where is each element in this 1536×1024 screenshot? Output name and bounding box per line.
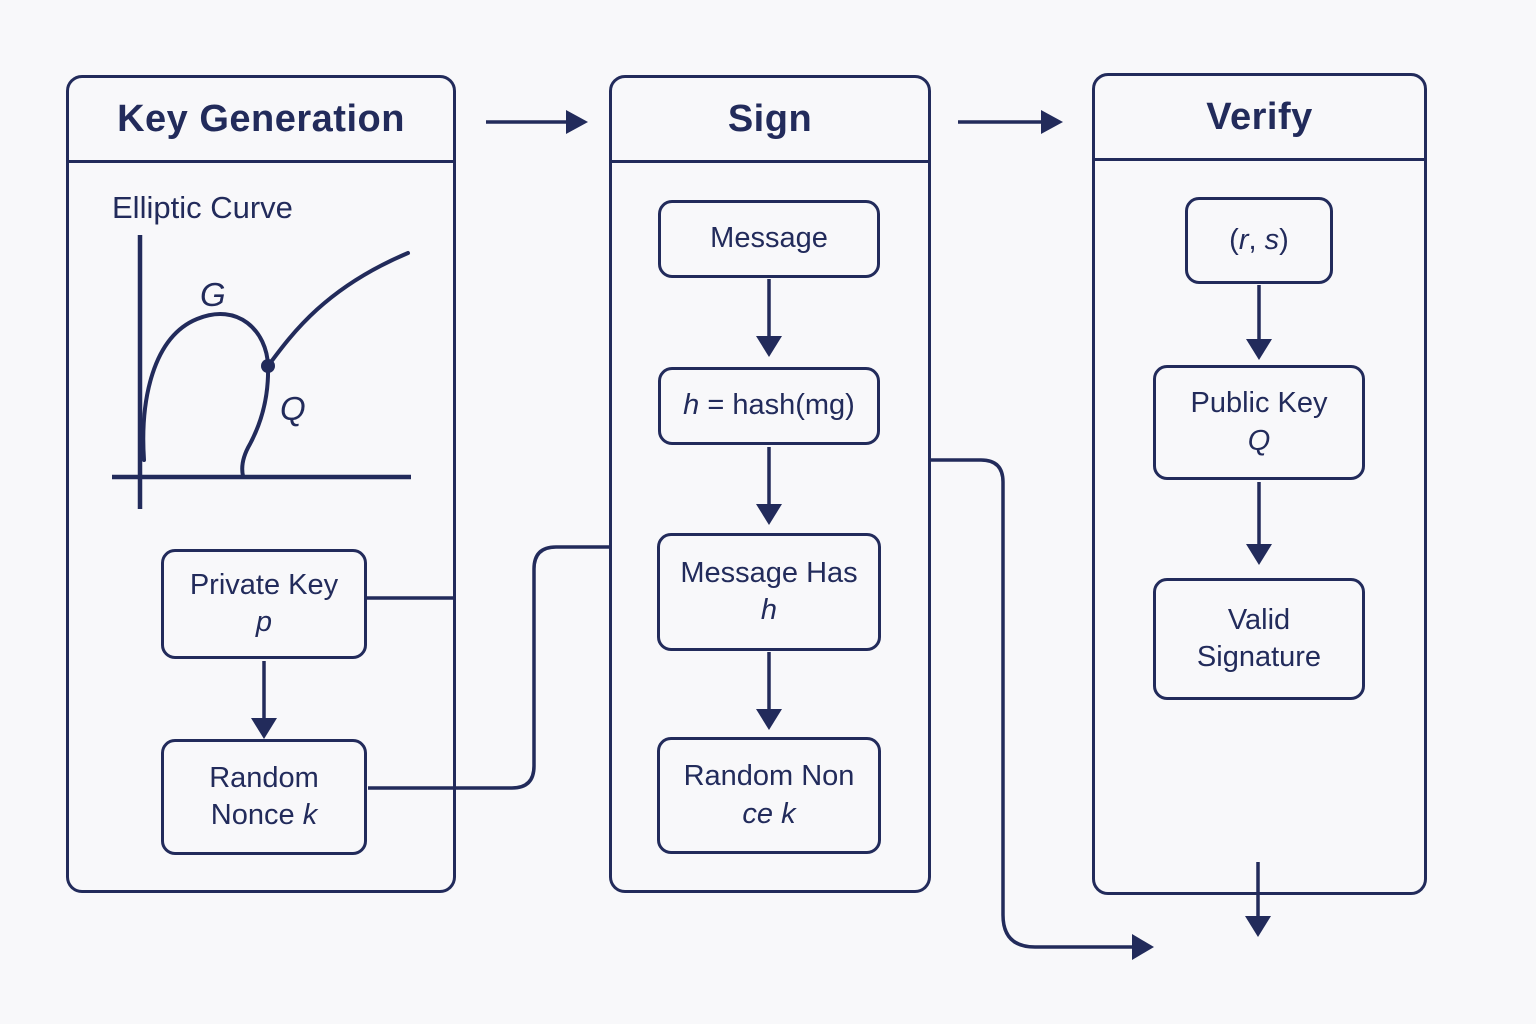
random-nonce-label-line2: Nonce k (210, 799, 318, 831)
hash-function-node: h = hash(mg) (658, 367, 880, 445)
arrow-publickey-to-valid (1246, 482, 1272, 565)
panel-verify: Verify (1092, 73, 1427, 895)
arrow-keygen-to-sign (486, 110, 588, 134)
arrow-hash-to-messagehash (756, 447, 782, 525)
public-point-label: Q (280, 390, 306, 427)
elliptic-curve-label: Elliptic Curve (112, 190, 293, 225)
connector-sign-to-bottom-arrow (931, 458, 1154, 960)
panel-key-generation: Key Generation (66, 75, 456, 893)
public-key-node: Public Key Q (1153, 365, 1365, 480)
panel-sign-header: Sign (612, 78, 928, 163)
valid-signature-line2: Signature (1196, 641, 1322, 673)
arrow-message-to-hash (756, 279, 782, 357)
connector-nonce-to-sign (368, 545, 610, 790)
panel-sign-title: Sign (727, 97, 813, 140)
arrow-sign-to-verify (958, 110, 1063, 134)
arrow-rs-to-publickey (1246, 285, 1272, 360)
private-key-variable: p (255, 606, 273, 638)
panel-sign: Sign (609, 75, 931, 893)
private-key-label: Private Key (189, 568, 339, 601)
public-key-label: Public Key (1190, 387, 1328, 420)
curve-branch-path (266, 251, 410, 368)
signature-pair-node: (r, s) (1185, 197, 1333, 284)
random-nonce-label-line1: Random (209, 761, 319, 794)
message-hash-variable: h (760, 594, 778, 626)
signature-pair-label: (r, s) (1229, 223, 1289, 256)
message-hash-node: Message Has h (657, 533, 881, 651)
elliptic-curve-plot (112, 235, 411, 509)
panel-verify-title: Verify (1206, 95, 1313, 138)
hash-function-label: h = hash(mg) (683, 389, 855, 422)
sign-random-nonce-node: Random Non ce k (657, 737, 881, 854)
arrow-messagehash-to-nonce (756, 652, 782, 730)
curve-loop-path (141, 312, 271, 478)
message-node: Message (658, 200, 880, 278)
private-key-node: Private Key p (161, 549, 367, 659)
panel-verify-header: Verify (1095, 76, 1424, 161)
generator-point-label: G (200, 276, 226, 313)
message-label: Message (710, 222, 828, 255)
arrow-verify-output (1245, 862, 1271, 937)
point-marker-dot (261, 359, 275, 373)
valid-signature-node: Valid Signature (1153, 578, 1365, 700)
random-nonce-node: Random Nonce k (161, 739, 367, 855)
panel-key-generation-header: Key Generation (69, 78, 453, 163)
valid-signature-line1: Valid (1227, 603, 1291, 636)
message-hash-label: Message Has (680, 556, 858, 589)
sign-random-nonce-line2: ce k (742, 797, 796, 830)
public-key-variable: Q (1247, 424, 1271, 457)
arrow-privatekey-to-nonce (251, 661, 277, 739)
sign-random-nonce-line1: Random Non (683, 760, 855, 793)
panel-key-generation-title: Key Generation (117, 97, 405, 140)
